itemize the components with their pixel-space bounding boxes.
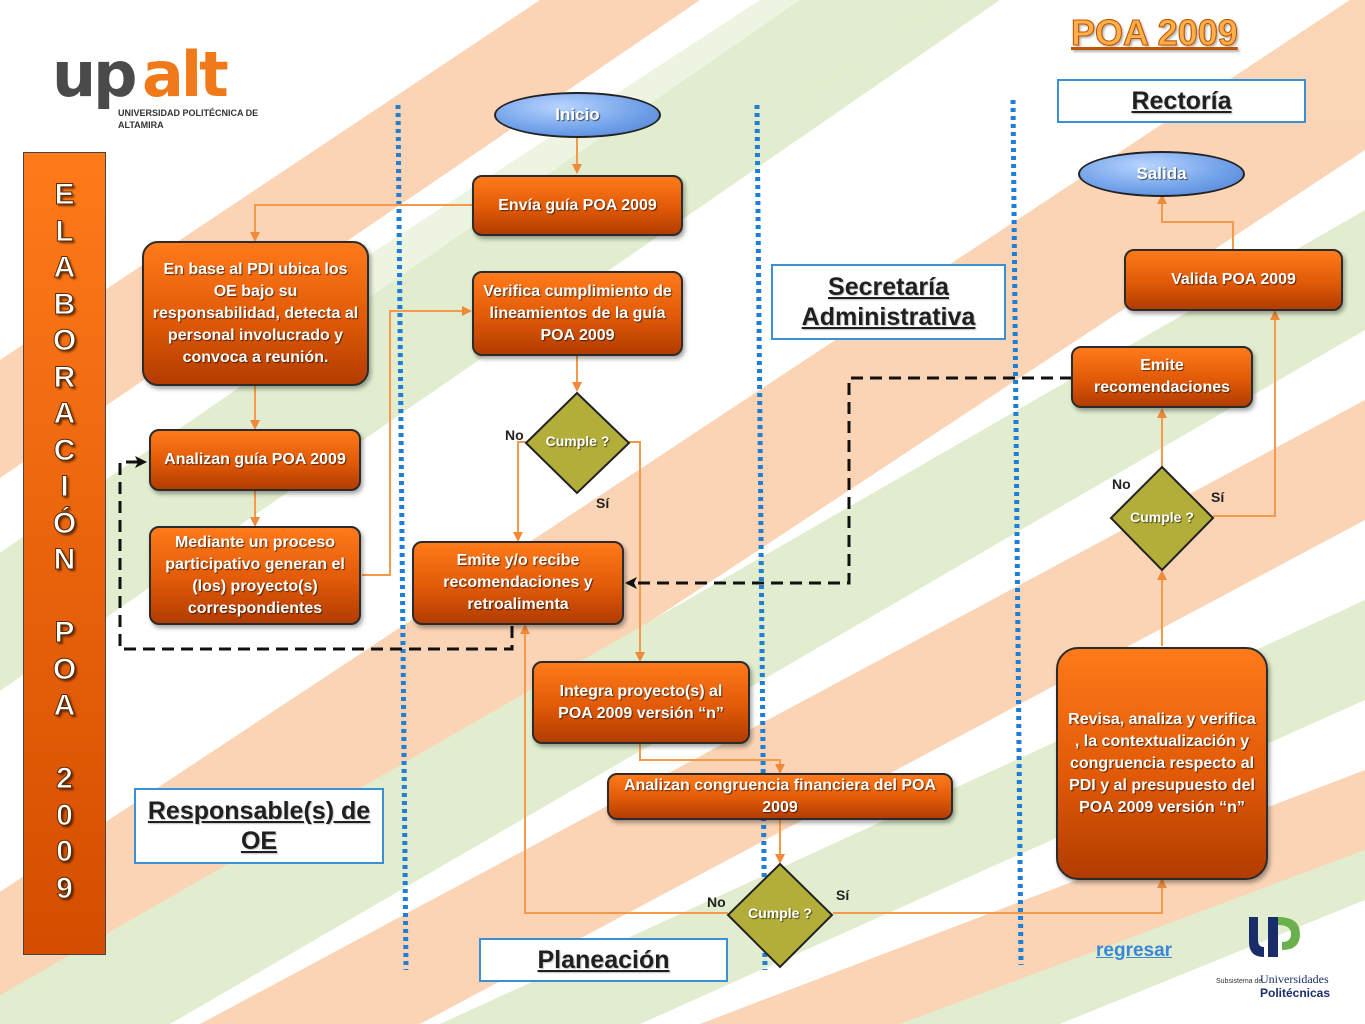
branch-si-2: Sí bbox=[836, 887, 850, 903]
universidades-politecnicas-logo: Subsistema de Universidades Politécnicas bbox=[1216, 912, 1341, 1002]
decision-cumple-1 bbox=[524, 391, 631, 495]
logo-main-text: Universidades bbox=[1260, 972, 1329, 986]
sidebar-title-char bbox=[24, 579, 105, 616]
process-integra: Integra proyecto(s) al POA 2009 versión … bbox=[532, 661, 750, 744]
logo-main-text-2: Politécnicas bbox=[1260, 986, 1331, 1000]
regresar-link[interactable]: regresar bbox=[1096, 940, 1173, 961]
decision-cumple-2-label: Cumple ? bbox=[748, 905, 812, 921]
page-title: POA 2009 bbox=[1071, 12, 1239, 54]
process-revisa: Revisa, analiza y verifica , la contextu… bbox=[1056, 647, 1268, 880]
sidebar-title-char: A bbox=[53, 251, 76, 285]
logo-subtitle-2: ALTAMIRA bbox=[118, 120, 164, 130]
up-logo-graphic bbox=[1249, 917, 1300, 957]
decision-cumple-3-label: Cumple ? bbox=[1130, 509, 1194, 525]
lane-label-responsables: Responsable(s) de OE bbox=[134, 788, 384, 864]
decision-cumple-1-label: Cumple ? bbox=[545, 433, 610, 449]
sidebar-title-char: P bbox=[54, 616, 75, 650]
process-verifica: Verifica cumplimiento de lineamientos de… bbox=[472, 271, 683, 356]
sidebar-title-char: 9 bbox=[56, 871, 74, 905]
branch-si-1: Sí bbox=[596, 495, 610, 511]
sidebar-title-char: A bbox=[53, 689, 76, 723]
svg-text:up: up bbox=[52, 38, 135, 111]
sidebar-title-char: 0 bbox=[56, 835, 74, 869]
sidebar-title-char: O bbox=[52, 324, 77, 358]
decision-cumple-2 bbox=[726, 862, 834, 969]
lane-label-planeacion: Planeación bbox=[479, 938, 728, 982]
branch-si-3: Sí bbox=[1211, 489, 1225, 505]
process-ubica-oe: En base al PDI ubica los OE bajo su resp… bbox=[142, 241, 369, 386]
process-emite-recibe: Emite y/o recibe recomendaciones y retro… bbox=[412, 541, 624, 625]
lane-label-secretaria: Secretaría Administrativa bbox=[771, 264, 1006, 340]
start-terminal: Inicio bbox=[494, 92, 661, 138]
sidebar-title-char: 2 bbox=[56, 762, 74, 796]
svg-text:alt: alt bbox=[142, 38, 228, 111]
sidebar-title-char: Ó bbox=[52, 506, 77, 540]
sidebar-title-char: A bbox=[53, 397, 76, 431]
logo-small-text: Subsistema de bbox=[1216, 978, 1263, 985]
process-analizan-guia: Analizan guía POA 2009 bbox=[149, 429, 361, 491]
sidebar-title-char: I bbox=[60, 470, 69, 504]
upalt-logo: up alt UNIVERSIDAD POLITÉCNICA DE ALTAMI… bbox=[50, 36, 260, 136]
sidebar-title-char: N bbox=[53, 543, 76, 577]
process-envia-guia: Envía guía POA 2009 bbox=[472, 175, 683, 236]
sidebar-title-char: L bbox=[55, 214, 74, 248]
logo-subtitle: UNIVERSIDAD POLITÉCNICA DE bbox=[118, 108, 259, 118]
sidebar-title-char: O bbox=[52, 652, 77, 686]
end-terminal: Salida bbox=[1078, 151, 1245, 197]
branch-no-3: No bbox=[1112, 476, 1131, 492]
sidebar-title-char: E bbox=[54, 178, 75, 212]
branch-no-1: No bbox=[505, 427, 524, 443]
sidebar-title-char: 0 bbox=[56, 798, 74, 832]
process-analizan-congruencia: Analizan congruencia financiera del POA … bbox=[607, 773, 953, 820]
sidebar-title-char bbox=[24, 725, 105, 762]
process-mediante-proceso: Mediante un proceso participativo genera… bbox=[149, 526, 361, 625]
sidebar-title-char: C bbox=[53, 433, 76, 467]
lane-label-rectoria: Rectoría bbox=[1057, 79, 1306, 123]
sidebar-title-char: R bbox=[53, 360, 76, 394]
branch-no-2: No bbox=[707, 894, 726, 910]
sidebar-title-char: B bbox=[53, 287, 76, 321]
process-emite-recomendaciones: Emite recomendaciones bbox=[1071, 346, 1253, 408]
upalt-logo-graphic: up alt bbox=[52, 38, 231, 111]
decision-cumple-3 bbox=[1109, 465, 1215, 572]
process-valida: Valida POA 2009 bbox=[1124, 249, 1343, 311]
